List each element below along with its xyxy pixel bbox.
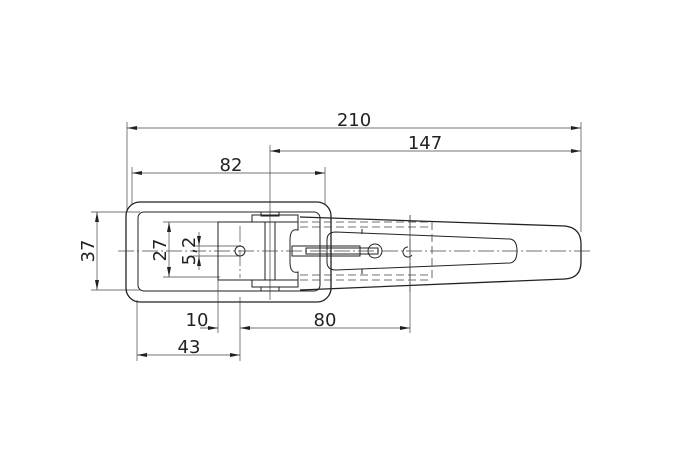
dim-text-147: 147 [408, 133, 442, 154]
base-plate [125, 201, 332, 303]
dim-text-210: 210 [337, 110, 371, 131]
dimension-labels: 210 147 82 37 27 5,2 10 80 43 [78, 110, 442, 358]
dim-text-80: 80 [314, 310, 337, 331]
lever [299, 216, 582, 291]
dim-text-82: 82 [220, 155, 243, 176]
dim-text-5-2: 5,2 [179, 237, 200, 266]
center-lines [118, 215, 590, 292]
dimension-lines [95, 126, 581, 357]
dim-text-37: 37 [78, 240, 99, 263]
dim-text-10: 10 [186, 310, 209, 331]
extension-lines [91, 122, 582, 361]
hinge-bracket [217, 211, 299, 292]
dim-text-43: 43 [178, 337, 201, 358]
dim-text-27: 27 [150, 239, 171, 262]
